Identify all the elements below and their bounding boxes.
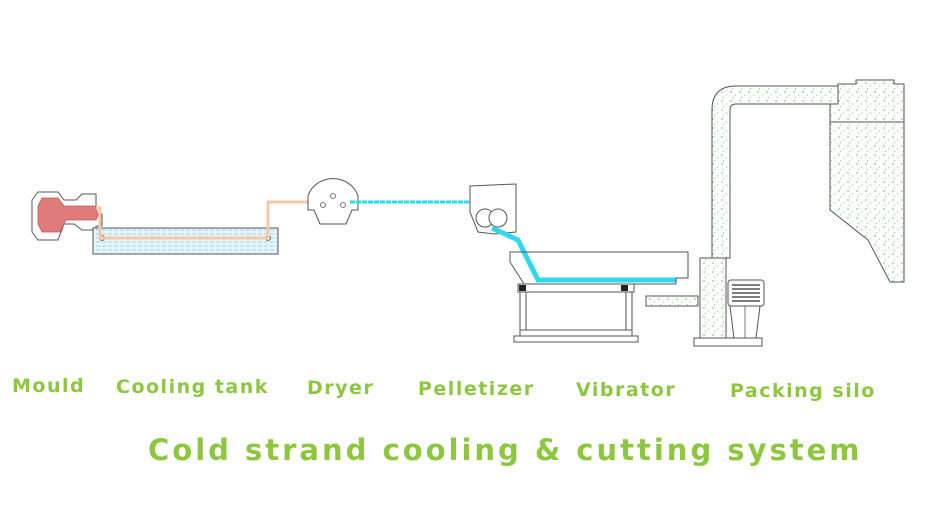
pellet-stream <box>490 225 676 283</box>
dryer-unit <box>307 178 359 225</box>
mould-unit <box>31 191 103 241</box>
diagram-title: Cold strand cooling & cutting system <box>148 433 863 467</box>
station-label-mould: Mould <box>12 375 86 397</box>
station-label-pelletizer: Pelletizer <box>418 378 535 400</box>
cold-strand <box>350 200 485 214</box>
vibrator-unit <box>509 251 689 343</box>
station-label-packing-silo: Packing silo <box>730 380 876 402</box>
hot-strand <box>96 200 320 240</box>
cooling-tank-unit <box>92 227 279 255</box>
pelletizer-unit <box>469 183 517 235</box>
station-label-cooling-tank: Cooling tank <box>116 376 269 398</box>
station-label-dryer: Dryer <box>307 377 375 399</box>
station-label-vibrator: Vibrator <box>576 379 677 401</box>
transfer-chute <box>645 295 699 307</box>
packing-silo-unit <box>693 79 905 347</box>
